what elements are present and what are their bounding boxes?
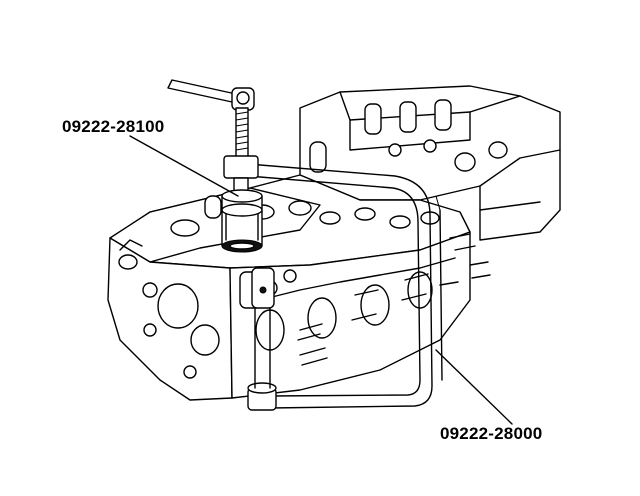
part-number-label-frame: 09222-28000 xyxy=(440,424,543,443)
part-number-label-adapter: 09222-28100 xyxy=(62,117,165,136)
leader-line-adapter xyxy=(129,135,239,197)
compressor-frame xyxy=(247,163,443,411)
cylinder-head xyxy=(107,85,561,401)
compressor-adapter xyxy=(167,79,263,253)
leader-line-frame xyxy=(435,349,513,425)
